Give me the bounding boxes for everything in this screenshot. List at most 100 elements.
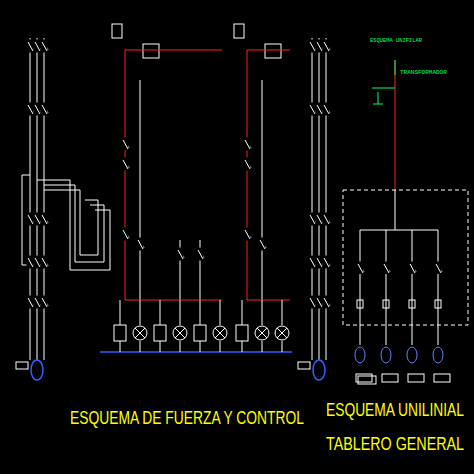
transformer-label: TRANSFORMADOR xyxy=(400,70,447,76)
wire-stroke xyxy=(245,160,250,169)
wire-stroke xyxy=(433,347,443,363)
wire-stroke xyxy=(309,213,315,225)
wire-stroke xyxy=(262,341,263,352)
wire-stroke xyxy=(42,42,47,51)
wire-stroke xyxy=(41,103,47,115)
wire-stroke xyxy=(34,256,40,268)
wire-stroke xyxy=(259,238,265,250)
wire-stroke xyxy=(357,300,363,308)
wire-stroke xyxy=(28,215,33,224)
wire-stroke xyxy=(215,328,225,338)
wire-stroke xyxy=(435,300,441,308)
wire-stroke xyxy=(28,105,33,114)
wire-stroke xyxy=(408,374,424,382)
wire-stroke xyxy=(41,256,47,268)
wire-stroke xyxy=(323,213,329,225)
wire-stroke xyxy=(123,230,128,239)
wire-stroke xyxy=(175,328,185,338)
wire-stroke xyxy=(34,296,40,308)
wire-stroke xyxy=(41,40,47,52)
wire-stroke xyxy=(386,230,387,262)
wire-stroke xyxy=(382,374,398,382)
wire-stroke xyxy=(310,105,315,114)
wire-stroke xyxy=(412,230,413,262)
wire-stroke xyxy=(160,300,161,325)
wire-stroke xyxy=(34,103,40,115)
wire-stroke xyxy=(120,341,121,352)
wire-stroke xyxy=(317,215,322,224)
wire-stroke xyxy=(123,160,128,169)
wire-stroke xyxy=(175,328,185,338)
wire-stroke xyxy=(255,326,269,340)
wire-stroke xyxy=(257,328,267,338)
wire-stroke xyxy=(317,42,322,51)
wire-stroke xyxy=(28,42,33,51)
wire-stroke xyxy=(178,250,183,259)
wire-stroke xyxy=(355,347,365,363)
wire-stroke xyxy=(360,274,361,345)
wire-stroke xyxy=(27,296,33,308)
wire-stroke xyxy=(220,341,221,352)
wire-stroke xyxy=(140,300,141,325)
wire-stroke xyxy=(16,362,28,369)
wire-stroke xyxy=(138,240,143,249)
wire-stroke xyxy=(154,325,166,341)
wire-stroke xyxy=(282,300,283,325)
wire-stroke xyxy=(360,230,361,262)
wire-stroke xyxy=(317,298,322,307)
wire-stroke xyxy=(120,300,121,325)
wire-stroke xyxy=(245,140,250,149)
wire-stroke xyxy=(200,341,201,352)
wire-stroke xyxy=(277,328,287,338)
wire-stroke xyxy=(242,341,243,352)
wire-stroke xyxy=(435,262,441,274)
wire-stroke xyxy=(310,298,315,307)
wire-stroke xyxy=(317,258,322,267)
wire-stroke xyxy=(27,40,33,52)
wire-stroke xyxy=(35,215,40,224)
wire-stroke xyxy=(245,230,250,239)
wire-stroke xyxy=(358,264,363,273)
wire-stroke xyxy=(260,240,265,249)
wire-stroke xyxy=(28,258,33,267)
wire-stroke xyxy=(324,105,329,114)
wire-stroke xyxy=(277,328,287,338)
wire-stroke xyxy=(360,230,438,231)
wire-stroke xyxy=(282,341,283,352)
wire-stroke xyxy=(140,341,141,352)
wire-stroke xyxy=(275,326,289,340)
wire-stroke xyxy=(324,258,329,267)
wire-stroke xyxy=(197,248,203,260)
wire-stroke xyxy=(409,262,415,274)
wire-stroke xyxy=(407,347,417,363)
wire-stroke xyxy=(381,347,391,363)
wire-stroke xyxy=(177,248,183,260)
wire-stroke xyxy=(160,341,161,352)
wire-stroke xyxy=(310,215,315,224)
wire-stroke xyxy=(42,258,47,267)
wire-stroke xyxy=(122,228,128,240)
wire-stroke xyxy=(434,374,450,382)
wire-stroke xyxy=(324,298,329,307)
wire-stroke xyxy=(244,138,250,150)
wire-stroke xyxy=(323,40,329,52)
wire-stroke xyxy=(316,40,322,52)
wire-stroke xyxy=(244,228,250,240)
wire-stroke xyxy=(200,300,201,325)
wire-stroke xyxy=(133,326,147,340)
wire-stroke xyxy=(383,262,389,274)
wire-stroke xyxy=(316,213,322,225)
wire-stroke xyxy=(409,300,415,308)
wire-stroke xyxy=(242,300,243,325)
wire-stroke xyxy=(323,256,329,268)
sheet-title: ESQUEMA DE FUERZA Y CONTROL xyxy=(70,408,304,427)
wire-stroke xyxy=(41,213,47,225)
wire-stroke xyxy=(27,213,33,225)
wire-stroke xyxy=(27,103,33,115)
wire-stroke xyxy=(42,298,47,307)
wire-stroke xyxy=(215,328,225,338)
wire-stroke xyxy=(383,300,389,308)
wire-stroke xyxy=(122,158,128,170)
wire-stroke xyxy=(357,262,363,274)
